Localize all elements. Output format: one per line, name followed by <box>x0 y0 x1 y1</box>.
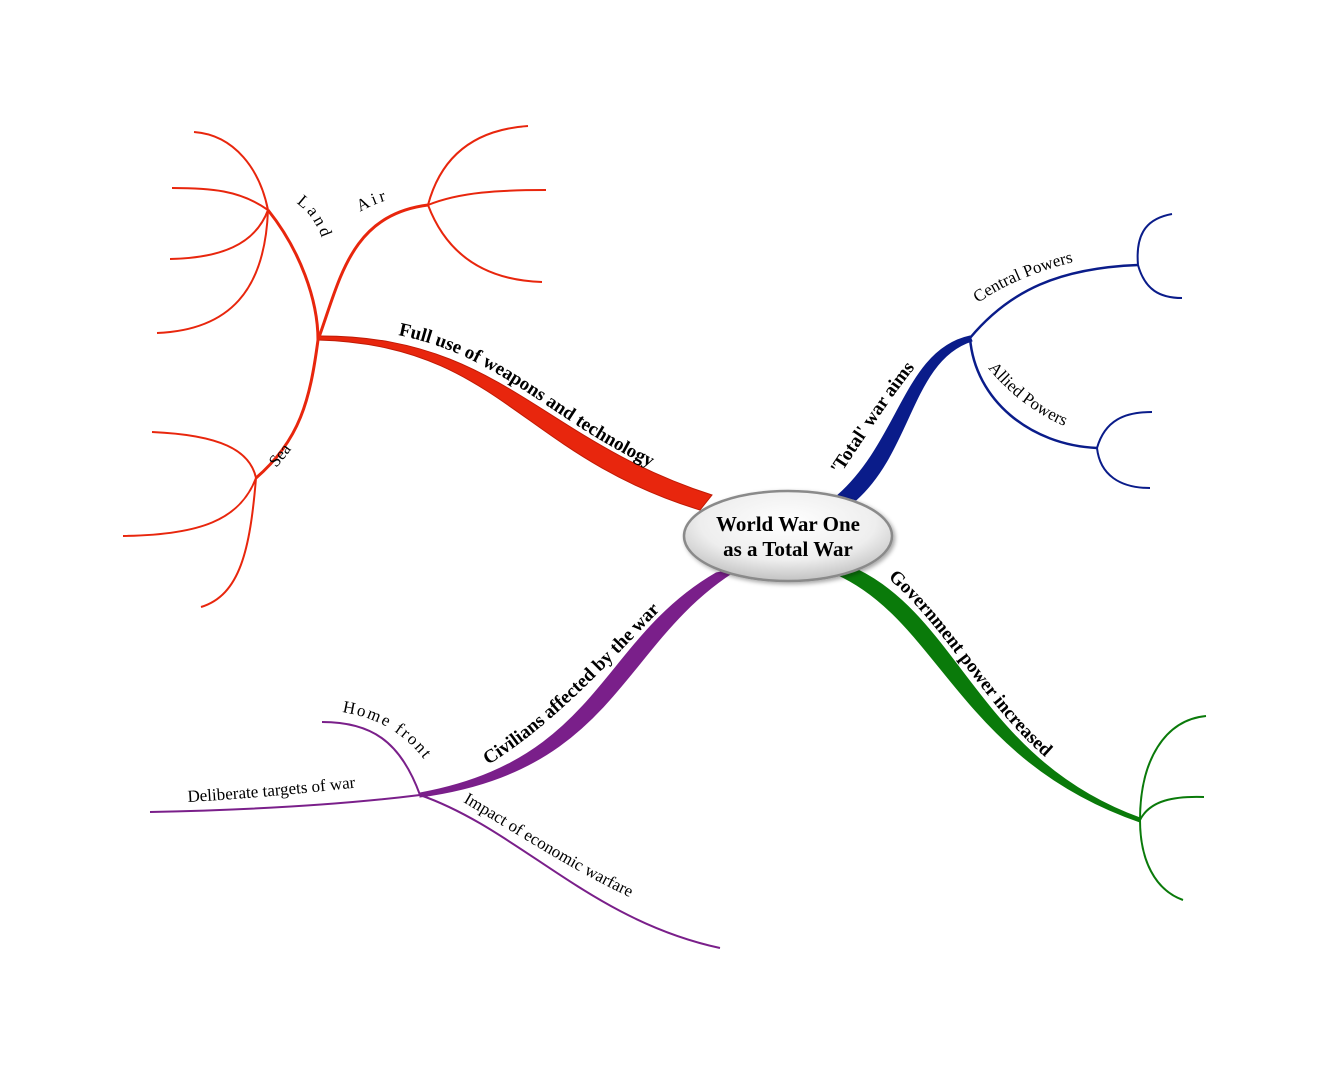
branch-weapons-technology: Full use of weapons and technology Land … <box>122 125 713 608</box>
branch-government-label: Government power increased <box>885 566 1057 761</box>
government-twig-1 <box>1139 715 1207 821</box>
branch-aims-main-line <box>836 335 973 501</box>
branch-weapons-main-line <box>317 335 713 511</box>
government-twig-3 <box>1139 819 1184 901</box>
sea-twig-1 <box>151 431 257 479</box>
branch-civilians: Civilians affected by the war Home front… <box>149 567 741 949</box>
land-twig-2 <box>171 187 269 211</box>
branch-war-aims: 'Total' war aims Central Powers Allied P… <box>827 213 1183 501</box>
air-twig-2 <box>427 189 547 206</box>
sub-label-economic-warfare: Impact of economic warfare <box>461 789 636 901</box>
branch-economic-stem <box>419 794 721 949</box>
branch-weapons-label: Full use of weapons and technology <box>397 319 658 471</box>
branch-targets-stem <box>149 794 421 813</box>
air-twig-1 <box>427 125 529 206</box>
sub-label-air: Air <box>353 185 390 215</box>
branch-allied-stem <box>968 337 1098 450</box>
sea-twig-3 <box>200 477 257 608</box>
land-twig-3 <box>169 209 269 260</box>
branch-sea-stem <box>255 339 320 480</box>
central-topic: World War One as a Total War <box>682 489 894 583</box>
air-twig-3 <box>427 204 543 283</box>
government-twig-2 <box>1139 795 1205 821</box>
central-topic-line-2: as a Total War <box>723 537 853 561</box>
land-twig-4 <box>156 209 269 334</box>
branch-homefront-stem <box>321 721 421 796</box>
central-topic-oval <box>682 489 894 583</box>
branch-government-power: Government power increased <box>834 566 1207 901</box>
branch-air-stem <box>316 203 429 341</box>
central-topic-line-1: World War One <box>716 512 860 536</box>
sub-label-deliberate-targets: Deliberate targets of war <box>187 773 356 806</box>
allied-twig-2 <box>1096 447 1151 489</box>
sub-label-allied-powers: Allied Powers <box>985 358 1071 430</box>
branch-central-stem <box>969 263 1139 339</box>
sea-twig-2 <box>122 477 257 537</box>
sub-label-home-front: Home front <box>341 697 436 763</box>
central-twig-2 <box>1137 264 1183 299</box>
land-twig-1 <box>193 131 269 211</box>
sub-label-land: Land <box>294 191 337 242</box>
central-twig-1 <box>1136 213 1173 266</box>
branch-weapons-upper-stem <box>266 209 320 341</box>
allied-twig-1 <box>1096 411 1153 449</box>
branch-civilians-label: Civilians affected by the war <box>479 598 664 769</box>
